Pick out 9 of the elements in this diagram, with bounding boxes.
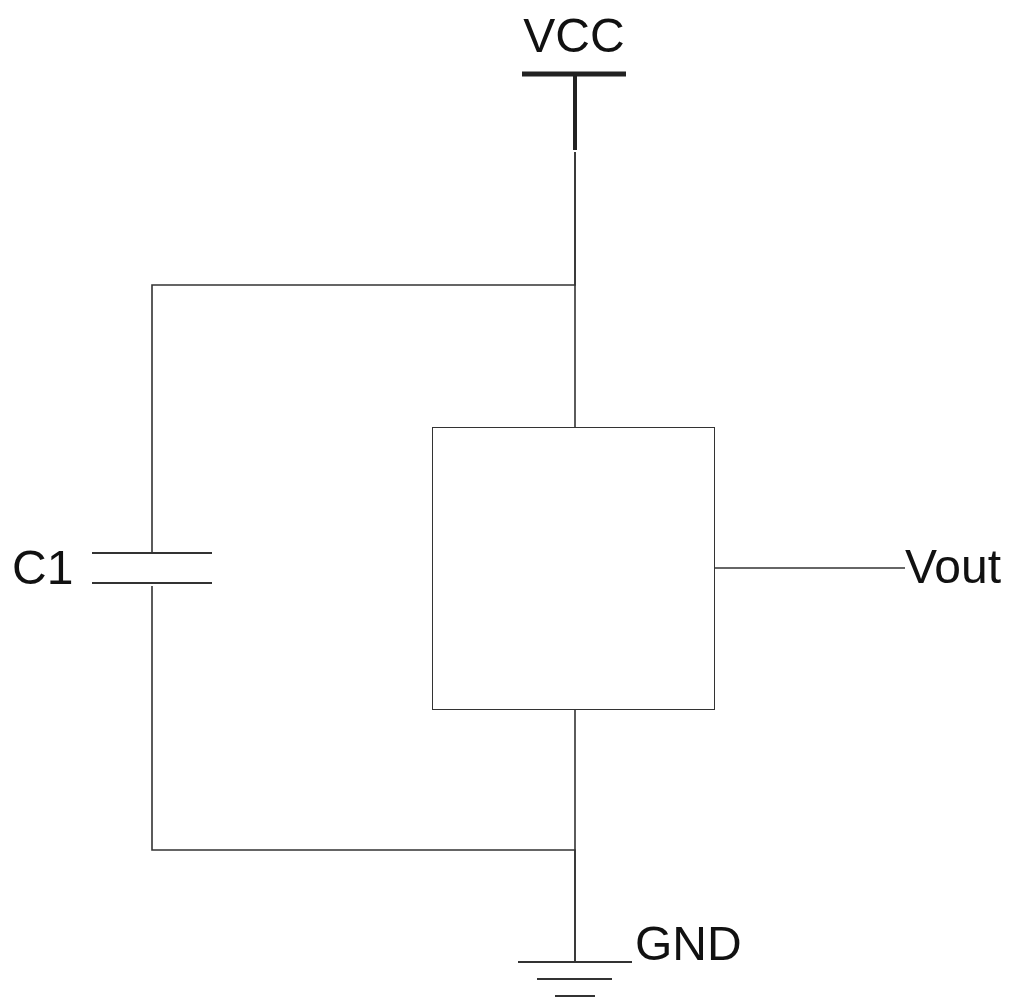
net-name: VCC [523,12,625,60]
wire [714,567,906,569]
component-label: C1 [12,544,74,592]
net-name: GND [635,920,742,968]
wire [151,151,576,554]
capacitor-symbol [90,550,214,586]
ic-block [432,427,715,710]
wire [574,709,576,963]
net-name: Vout [905,543,1002,591]
